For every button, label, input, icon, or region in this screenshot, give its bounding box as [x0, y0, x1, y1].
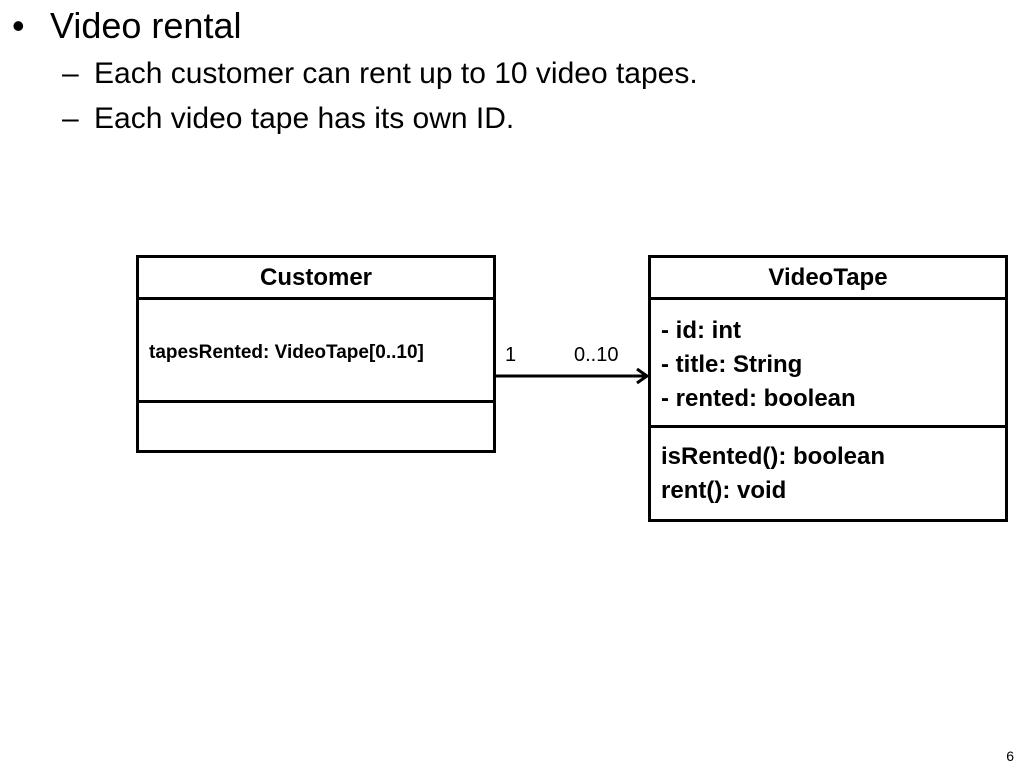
slide-heading: Video rental [50, 5, 242, 46]
subpoint-bullet: –Each customer can rent up to 10 video t… [62, 54, 698, 94]
method: isRented(): boolean [661, 443, 886, 470]
methods-compartment: isRented(): boolean rent(): void [651, 428, 1005, 508]
arrowhead-icon [636, 367, 650, 385]
attribute: tapesRented: VideoTape[0..10] [149, 342, 424, 363]
association-arrow [496, 367, 650, 385]
subpoint-text: Each video tape has its own ID. [94, 102, 515, 135]
class-name: VideoTape [651, 258, 1005, 300]
page-number: 6 [1006, 748, 1014, 764]
attribute: - title: String [661, 351, 803, 378]
attributes-compartment: - id: int - title: String - rented: bool… [651, 300, 1005, 428]
class-name: Customer [139, 258, 493, 300]
method: rent(): void [661, 477, 787, 504]
customer-class-box: Customer tapesRented: VideoTape[0..10] [136, 255, 496, 453]
source-multiplicity: 1 [505, 344, 517, 366]
bullet-marker: • [12, 5, 25, 46]
attribute: - id: int [661, 317, 741, 344]
dash-marker: – [62, 102, 79, 135]
attributes-compartment: tapesRented: VideoTape[0..10] [139, 300, 493, 403]
subpoint-bullet: –Each video tape has its own ID. [62, 99, 514, 139]
attribute: - rented: boolean [661, 385, 856, 412]
slide-heading-bullet: • Video rental [12, 2, 241, 50]
target-multiplicity: 0..10 [574, 344, 619, 366]
videotape-class-box: VideoTape - id: int - title: String - re… [648, 255, 1008, 522]
subpoint-text: Each customer can rent up to 10 video ta… [94, 57, 698, 90]
dash-marker: – [62, 57, 79, 90]
